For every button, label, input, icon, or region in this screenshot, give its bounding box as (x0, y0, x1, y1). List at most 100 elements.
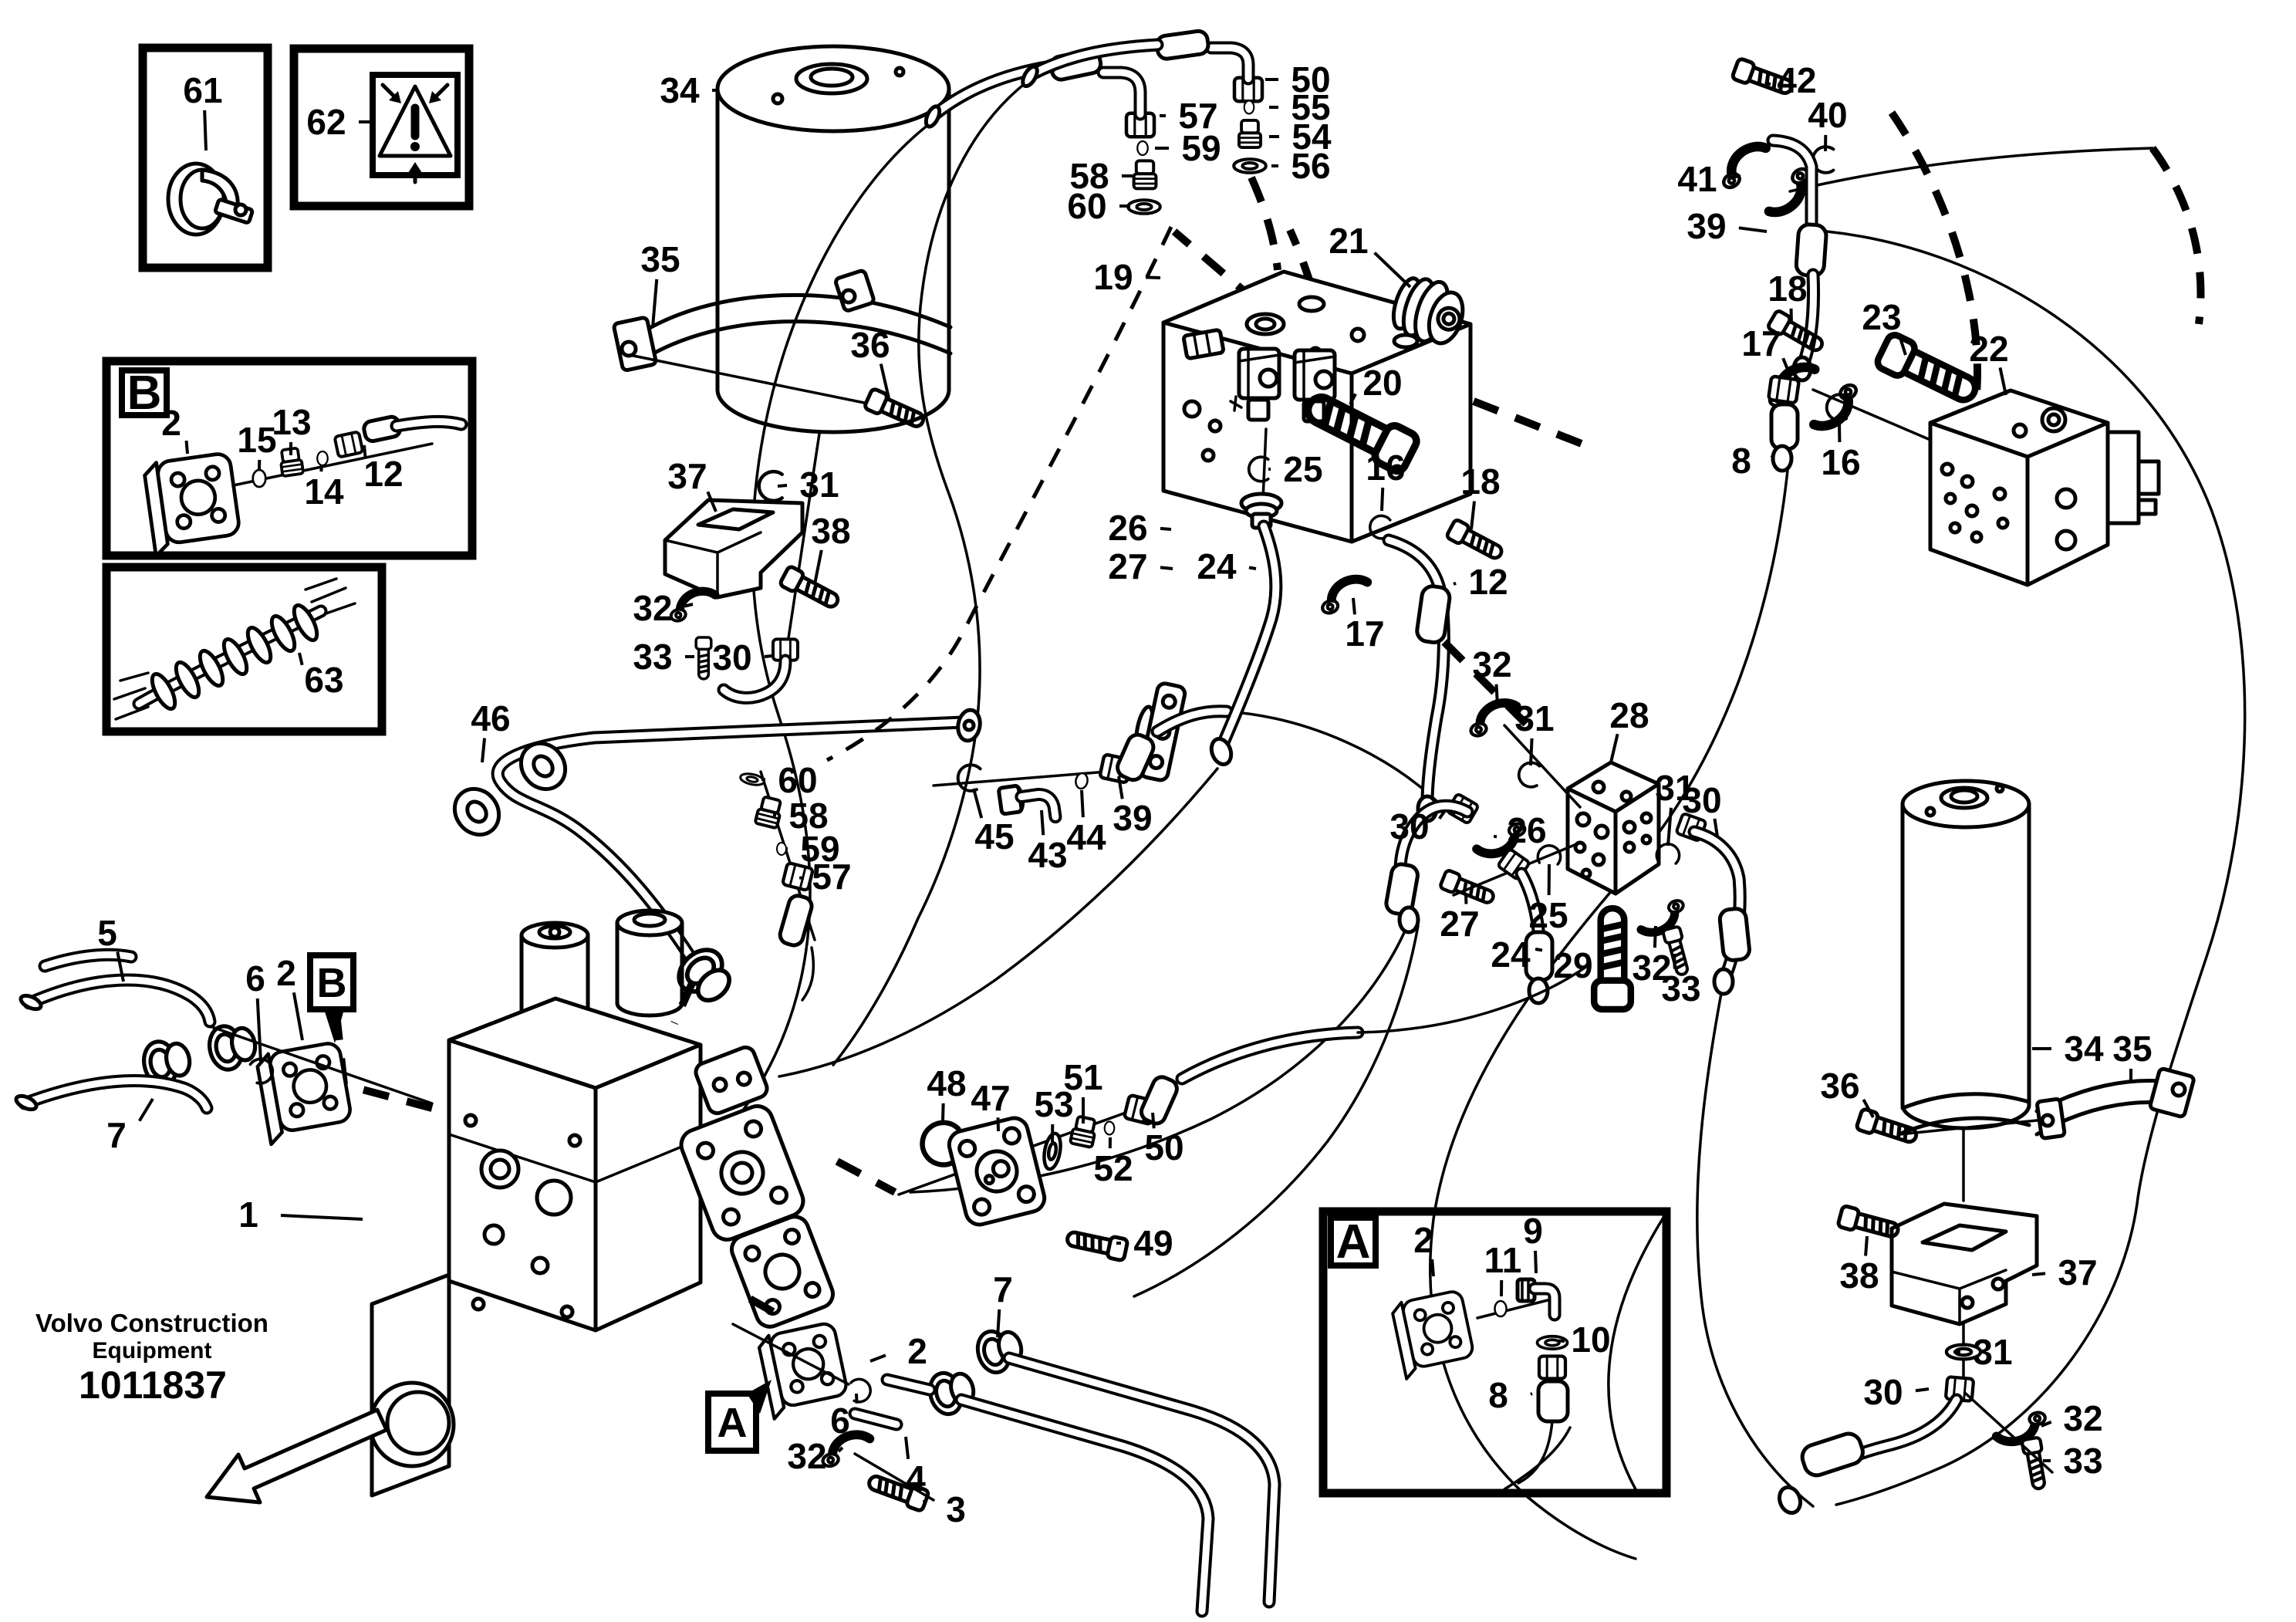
clamp-35-right (1900, 1066, 2196, 1140)
fitting-54 (1237, 118, 1262, 149)
callout-35-69: 35 (2112, 1029, 2152, 1069)
callout-46-17: 46 (471, 698, 510, 738)
callout-9-97: 9 (1523, 1211, 1543, 1251)
callout-58-19: 58 (788, 796, 828, 836)
leader-44-24 (1080, 789, 1085, 818)
valve-top-plate (694, 1045, 769, 1116)
leader-32-14 (684, 603, 694, 608)
callout-60-18: 60 (778, 760, 817, 800)
leader-38-71 (1864, 1235, 1869, 1256)
callout-33-76: 33 (2063, 1441, 2102, 1481)
leader-14-5 (319, 465, 323, 472)
callout-53-84: 53 (1034, 1084, 1073, 1124)
main-control-valve-1: B (14, 908, 836, 1498)
pipe-7-bottom (1002, 1351, 1281, 1609)
detail-box-a-letter: A (1336, 1215, 1371, 1269)
callout-32-56: 32 (1632, 948, 1671, 988)
leader-31-46 (1529, 738, 1534, 766)
o-ring-14 (316, 450, 329, 467)
callout-58-28: 58 (1069, 156, 1109, 196)
elbow-43-group (932, 705, 1234, 824)
leader-4-93 (904, 1436, 910, 1459)
callout-3-94: 3 (946, 1489, 966, 1529)
leader-38-13 (813, 549, 823, 585)
leader-21-35 (1373, 252, 1412, 289)
callout-45-22: 45 (974, 816, 1014, 857)
leader-31-12 (777, 483, 788, 488)
hose-tangle (708, 79, 2247, 1560)
callout-24-54: 24 (1491, 934, 1531, 975)
o-ring-10 (1535, 1334, 1569, 1351)
o-ring-59-mid (775, 841, 788, 857)
spool-cylinder-rear (615, 908, 684, 1018)
hose-24-mid (1209, 492, 1284, 766)
flange-block-2-detail-b (144, 452, 242, 556)
callout-10-98: 10 (1571, 1320, 1610, 1360)
leader-30-50 (1438, 810, 1446, 820)
callout-27-41: 27 (1108, 546, 1147, 586)
bolt-38-right (1838, 1205, 1901, 1242)
leader-24-54 (1535, 948, 1543, 952)
leader-31-48 (1666, 807, 1673, 846)
washer-60-top (1128, 200, 1160, 214)
elbow-30-right (1777, 1377, 1974, 1516)
hose-24-block28 (1497, 849, 1555, 1005)
valve-flange-plate-a (679, 1104, 805, 1242)
callout-32-75: 32 (2063, 1398, 2102, 1438)
leader-7-80 (137, 1097, 154, 1122)
callout-38-71: 38 (1839, 1255, 1879, 1296)
callout-25-52: 25 (1528, 895, 1568, 935)
flange-47-group (835, 963, 1591, 1261)
legend-box-62 (289, 44, 474, 211)
callout-13-4: 13 (272, 402, 311, 442)
leader-28-47 (1609, 733, 1619, 763)
callout-2-95: 2 (1413, 1220, 1433, 1260)
hose-nut-12 (335, 431, 363, 457)
leader-18-39 (1470, 501, 1477, 530)
callout-41-60: 41 (1677, 159, 1717, 199)
leader-33-57 (1673, 953, 1676, 969)
leader-19-34 (1145, 275, 1161, 279)
leader-42-58 (1764, 81, 1771, 86)
callout-27-53: 27 (1440, 904, 1479, 944)
leader-2-95 (1430, 1259, 1435, 1277)
callout-6-91: 6 (830, 1401, 850, 1441)
callout-30-16: 30 (712, 637, 751, 678)
o-ring-11 (1494, 1299, 1508, 1318)
legend-box-61-frame (138, 43, 272, 272)
leader-2-90 (869, 1353, 886, 1363)
leader-32-45 (1494, 684, 1499, 706)
leader-17-44 (1352, 597, 1356, 615)
hose-ferrule-50-bottom (1139, 1075, 1179, 1126)
callout-32-14: 32 (633, 588, 672, 628)
clamp-35 (612, 269, 953, 407)
direction-arrow (204, 1407, 389, 1505)
hose-ferrule-39 (1116, 732, 1156, 782)
callout-39-61: 39 (1687, 206, 1726, 246)
callout-15-3: 15 (237, 420, 276, 460)
callout-8-67: 8 (1731, 441, 1751, 481)
flange-block-2-detail-a (1389, 1288, 1478, 1380)
leader-16-38 (1380, 487, 1385, 512)
fitting-stack-50 (1021, 29, 1281, 271)
o-ring-59-top (1136, 140, 1149, 157)
callout-60-29: 60 (1067, 186, 1106, 226)
leader-30-49 (1713, 818, 1719, 837)
seal-collar-pipe7 (973, 1324, 1026, 1376)
o-ring-55 (1243, 100, 1255, 115)
washer-56 (1234, 159, 1266, 173)
callout-7-89: 7 (993, 1269, 1013, 1309)
callout-31-12: 31 (799, 465, 839, 505)
callout-6-78: 6 (245, 958, 265, 999)
bolt-18-mid (1446, 519, 1505, 563)
pointer-b-letter: B (317, 960, 347, 1006)
callout-54-32: 54 (1292, 117, 1332, 157)
leader-30-74 (1915, 1387, 1930, 1393)
callout-19-34: 19 (1093, 257, 1133, 297)
o-ring-31-block28-left (1515, 759, 1541, 789)
hose-8-detail-a (1517, 1357, 1570, 1485)
footer: Volvo Construction Equipment 1011837 (35, 1309, 389, 1505)
leader-2-79 (292, 992, 304, 1041)
leader-43-23 (1040, 809, 1045, 836)
